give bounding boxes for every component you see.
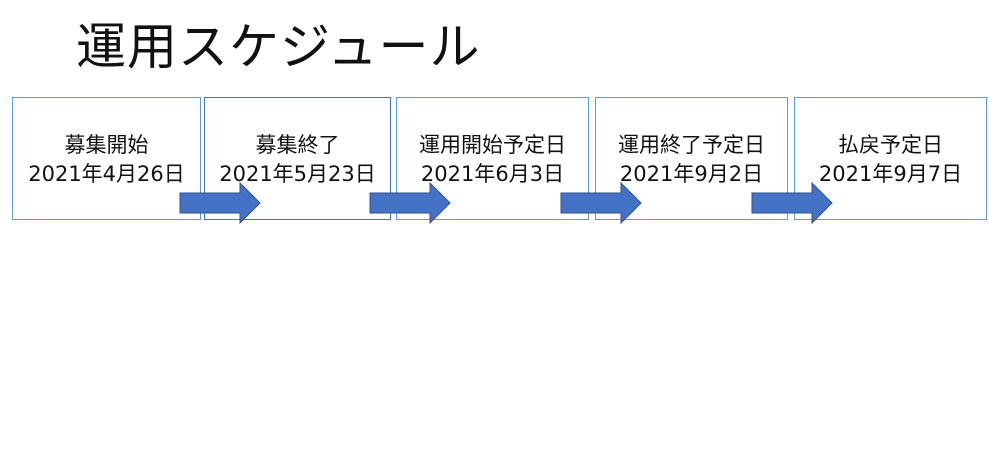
right-arrow-icon	[179, 182, 261, 224]
step-date: 2021年9月7日	[818, 162, 963, 186]
schedule-step-refund: 払戻予定日 2021年9月7日	[794, 97, 987, 220]
right-arrow-icon	[369, 182, 451, 224]
page-title: 運用スケジュール	[76, 18, 481, 76]
step-date: 2021年9月2日	[619, 162, 764, 186]
step-label: 払戻予定日	[838, 133, 943, 157]
step-label: 運用終了予定日	[618, 133, 765, 157]
right-arrow-icon	[560, 182, 642, 224]
step-label: 募集終了	[255, 133, 340, 157]
step-label: 募集開始	[64, 133, 149, 157]
step-date: 2021年4月26日	[28, 162, 185, 186]
step-label: 運用開始予定日	[419, 133, 566, 157]
step-date: 2021年5月23日	[219, 162, 376, 186]
right-arrow-icon	[751, 182, 833, 224]
schedule-step-recruit-start: 募集開始 2021年4月26日	[12, 97, 201, 220]
step-date: 2021年6月3日	[420, 162, 565, 186]
